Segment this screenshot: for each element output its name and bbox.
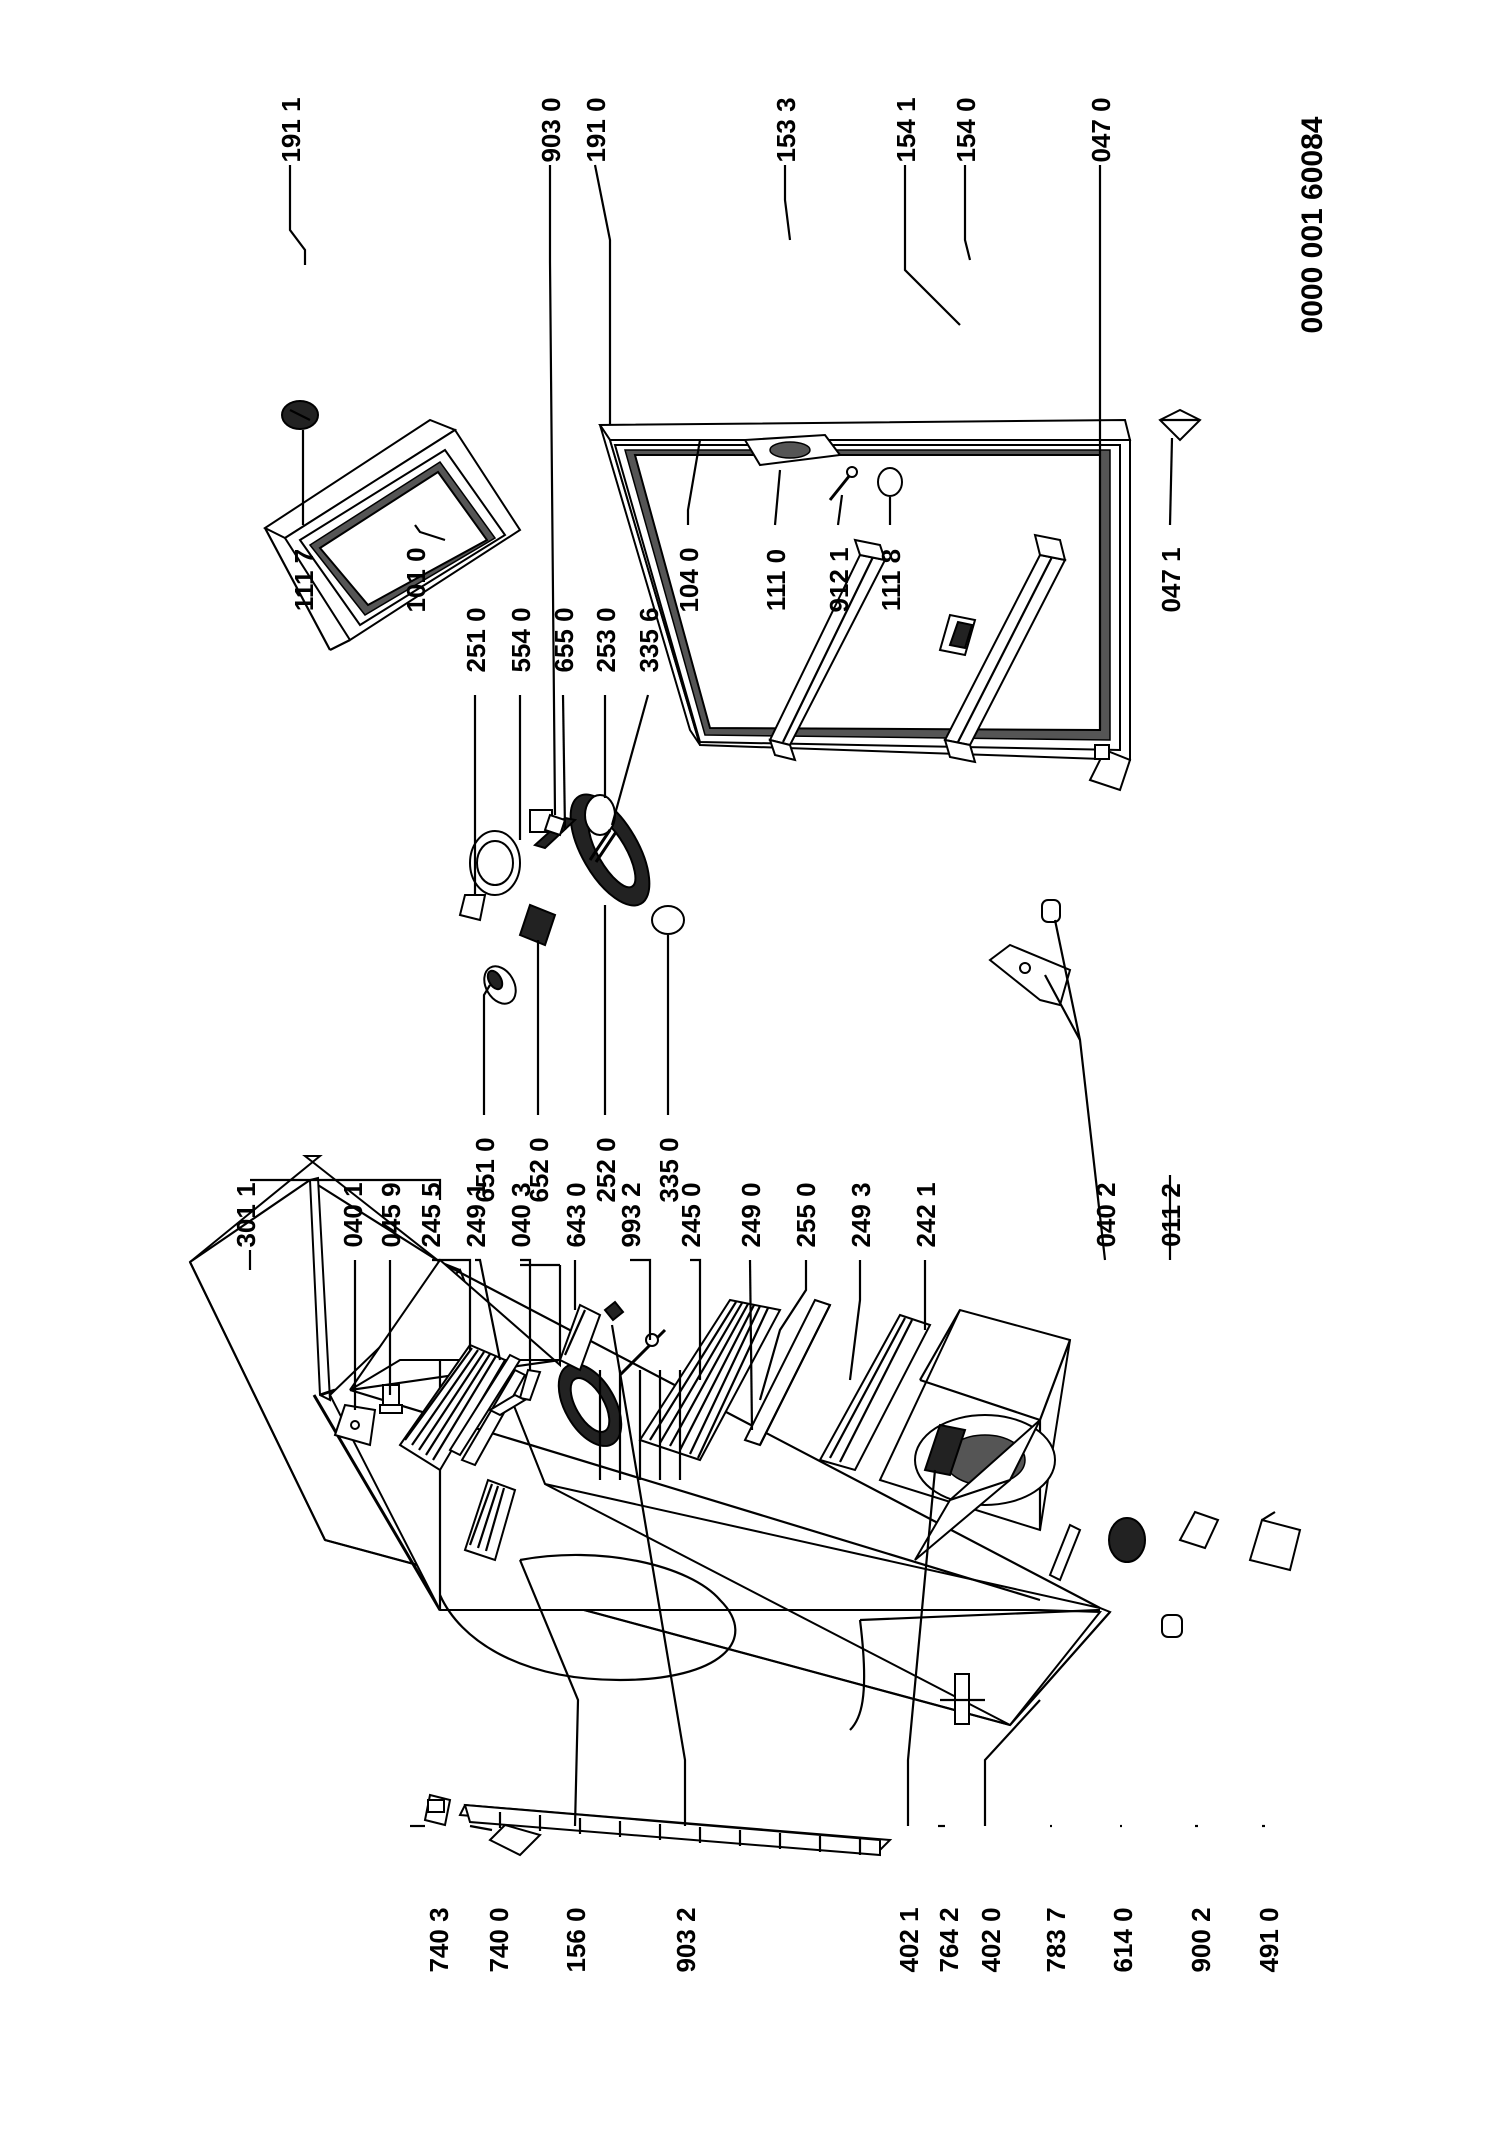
part-labels: 740 3 740 0 156 0 903 2 402 1 764 2 402 … <box>231 97 1329 1972</box>
label-900-2: 900 2 <box>1186 1907 1216 1972</box>
label-912-1: 912 1 <box>824 547 854 612</box>
thermostat-bracket <box>558 1303 602 1372</box>
label-191-0: 191 0 <box>581 97 611 162</box>
label-764-2: 764 2 <box>934 1907 964 1972</box>
hinge-cover-top <box>281 400 319 430</box>
label-255-0: 255 0 <box>791 1182 821 1247</box>
door-handle-upper <box>768 538 887 762</box>
label-111-7: 111 7 <box>289 549 319 611</box>
label-040-2: 040 2 <box>1091 1182 1121 1247</box>
screw-cap <box>877 467 903 497</box>
label-402-0: 402 0 <box>976 1907 1006 1972</box>
label-249-3: 249 3 <box>846 1182 876 1247</box>
label-993-2: 993 2 <box>616 1182 646 1247</box>
label-111-0: 111 0 <box>761 549 791 611</box>
condenser-clip <box>423 1793 452 1827</box>
label-040-3: 040 3 <box>506 1182 536 1247</box>
freezer-rail <box>487 1368 542 1417</box>
label-245-0: 245 0 <box>676 1182 706 1247</box>
label-045-9: 045 9 <box>376 1182 406 1247</box>
rear-condenser <box>458 1803 893 1857</box>
capillary-clip <box>1048 1523 1082 1582</box>
terminal-cover <box>1248 1511 1302 1572</box>
label-111-8: 111 8 <box>876 549 906 611</box>
freezer-grid-plate <box>463 1478 517 1562</box>
label-245-5: 245 5 <box>416 1182 446 1247</box>
label-903-0: 903 0 <box>536 97 566 162</box>
label-402-1: 402 1 <box>894 1907 924 1972</box>
label-101-0: 101 0 <box>401 547 431 612</box>
overload-protector <box>1108 1517 1146 1563</box>
handle-insert <box>938 613 977 657</box>
label-191-1: 191 1 <box>276 97 306 162</box>
label-301-1: 301 1 <box>231 1182 261 1247</box>
diagram-reference-number: 0000 001 60084 <box>1296 116 1329 333</box>
label-249-1: 249 1 <box>461 1182 491 1247</box>
bottom-hinge-right <box>1088 744 1132 792</box>
hinge-screw <box>828 466 858 501</box>
cable-tie <box>1178 1510 1220 1550</box>
rear-wire-rack <box>598 1370 682 1480</box>
bottom-hinge <box>1158 408 1202 442</box>
label-651-0: 651 0 <box>470 1137 500 1202</box>
label-740-3: 740 3 <box>424 1907 454 1972</box>
door-handle-lower <box>943 533 1067 764</box>
label-154-1: 154 1 <box>891 97 921 162</box>
top-hinge <box>333 1403 377 1447</box>
thermostat-light-group <box>458 793 685 1005</box>
label-491-0: 491 0 <box>1254 1907 1284 1972</box>
label-652-0: 652 0 <box>524 1137 554 1202</box>
label-104-0: 104 0 <box>674 547 704 612</box>
freezer-door <box>262 418 522 651</box>
label-554-0: 554 0 <box>506 607 536 672</box>
label-154-0: 154 0 <box>951 97 981 162</box>
drain-plug <box>603 1300 625 1322</box>
label-740-0: 740 0 <box>484 1907 514 1972</box>
label-253-0: 253 0 <box>591 607 621 672</box>
label-011-2: 011 2 <box>1156 1183 1186 1247</box>
label-156-0: 156 0 <box>561 1907 591 1972</box>
label-242-1: 242 1 <box>911 1182 941 1247</box>
glass-shelf <box>743 1298 832 1447</box>
label-335-0: 335 0 <box>654 1137 684 1202</box>
compressor-relay <box>923 1423 967 1477</box>
leader-lines <box>248 164 1265 1832</box>
crisper-cover <box>818 1313 932 1472</box>
label-040-1: 040 1 <box>338 1182 368 1247</box>
label-249-0: 249 0 <box>736 1182 766 1247</box>
adjustable-foot-bracket <box>988 943 1072 1007</box>
label-252-0: 252 0 <box>591 1137 621 1202</box>
label-047-1: 047 1 <box>1156 547 1186 612</box>
label-643-0: 643 0 <box>561 1182 591 1247</box>
label-153-3: 153 3 <box>771 97 801 162</box>
filter-dryer <box>940 1673 985 1725</box>
label-047-0: 047 0 <box>1086 97 1116 162</box>
label-903-2: 903 2 <box>671 1907 701 1972</box>
freezer-flap <box>448 1353 527 1467</box>
temperature-probe <box>618 1328 667 1377</box>
label-783-7: 783 7 <box>1041 1907 1071 1972</box>
small-foot-cap <box>1161 1614 1183 1638</box>
label-251-0: 251 0 <box>461 607 491 672</box>
label-655-0: 655 0 <box>549 607 579 672</box>
lower-hinge-cover <box>743 433 842 467</box>
adjustable-foot <box>1041 899 1061 923</box>
door-stop <box>543 813 567 837</box>
freezer-evaporator <box>398 1343 507 1472</box>
label-335-6: 335 6 <box>634 607 664 672</box>
label-614-0: 614 0 <box>1108 1907 1138 1972</box>
